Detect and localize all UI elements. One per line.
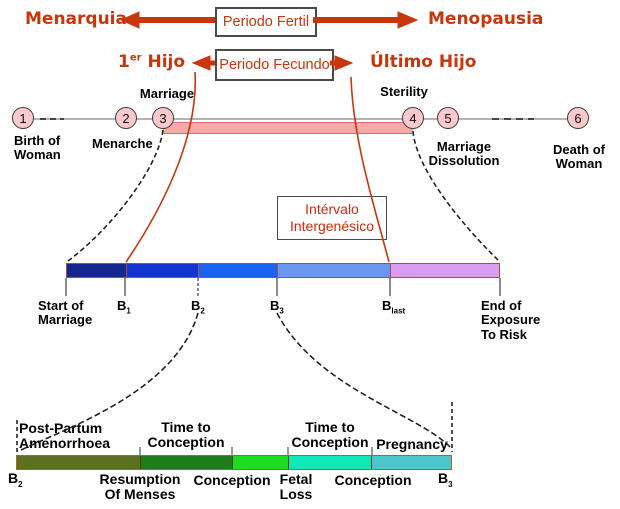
fecundo-left-arrowhead-icon: [191, 55, 211, 71]
segment-gestation-fetal-loss: [232, 456, 288, 469]
event-circle-5: 5: [437, 107, 459, 129]
periodo-fecundo-box: Periodo Fecundo: [215, 49, 334, 81]
segment-time-to-conception-1: [140, 456, 232, 469]
segment-blast-to-end: [389, 264, 500, 277]
event-circle-1: 1: [12, 107, 34, 129]
ultimo-hijo-label: Último Hijo: [370, 52, 477, 72]
birth-of-woman-label: Birth of Woman: [14, 133, 61, 163]
periodo-fecundo-label: Periodo Fecundo: [219, 57, 330, 73]
marriage-label: Marriage: [139, 86, 195, 101]
primer-hijo-number: 1: [118, 52, 130, 72]
end-of-exposure-label: End of Exposure To Risk: [481, 298, 541, 342]
menopausia-label: Menopausia: [428, 9, 544, 29]
event-circle-6: 6: [567, 107, 589, 129]
primer-hijo-label: 1er Hijo: [118, 52, 185, 72]
label-b1: B1: [117, 298, 131, 316]
fertil-right-arrowhead-icon: [397, 11, 419, 29]
resumption-of-menses-label: Resumption Of Menses: [99, 471, 181, 503]
marriage-bar-ticks: [65, 278, 501, 296]
event-circle-3: 3: [152, 107, 174, 129]
segment-pregnancy: [371, 456, 451, 469]
segment-start-to-b1: [67, 264, 126, 277]
periodo-fertil-label: Periodo Fertil: [222, 14, 310, 30]
sterility-label: Sterility: [380, 84, 428, 99]
intervalo-intergenesico-label: Intérvalo Intergenésico: [289, 200, 375, 235]
menarquia-label: Menarquia: [25, 9, 127, 29]
primer-hijo-ordinal: er: [129, 52, 142, 64]
postpartum-amenorrhoea-label: Post-Partum Amenorrhoea: [19, 420, 111, 452]
segment-b3-to-blast: [277, 264, 390, 277]
segment-time-to-conception-2: [287, 456, 372, 469]
conception-label-2: Conception: [334, 472, 412, 488]
fertile-span-bar: [163, 122, 413, 134]
time-to-conception-label-2: Time to Conception: [291, 419, 369, 451]
segment-postpartum-amenorrhoea: [17, 456, 141, 469]
conception-label-1: Conception: [193, 472, 271, 488]
marriage-dissolution-label: Marriage Dissolution: [428, 139, 500, 169]
segment-b2-to-b3: [198, 264, 278, 277]
menarche-label: Menarche: [92, 136, 153, 151]
segment-b1-to-b2: [125, 264, 199, 277]
periodo-fertil-box: Periodo Fertil: [215, 7, 317, 37]
label-b2-bottom: B2: [8, 470, 23, 489]
pregnancy-label: Pregnancy: [376, 436, 448, 452]
label-blast: Blast: [382, 298, 406, 316]
label-b2: B2: [191, 298, 205, 316]
birth-interval-detail-bar: [16, 455, 452, 470]
event-circle-2: 2: [115, 107, 137, 129]
marriage-exposure-bar: [66, 263, 500, 278]
primer-hijo-word: Hijo: [141, 52, 186, 72]
label-b3: B3: [270, 298, 284, 316]
death-of-woman-label: Death of Woman: [553, 142, 605, 172]
start-of-marriage-label: Start of Marriage: [38, 298, 93, 328]
fecundo-right-arrowhead-icon: [334, 55, 354, 71]
time-to-conception-label-1: Time to Conception: [147, 419, 225, 451]
fetal-loss-label: Fetal Loss: [279, 471, 313, 503]
intervalo-intergenesico-box: Intérvalo Intergenésico: [277, 196, 387, 240]
event-circle-4: 4: [402, 107, 424, 129]
label-b3-bottom: B3: [438, 470, 453, 489]
